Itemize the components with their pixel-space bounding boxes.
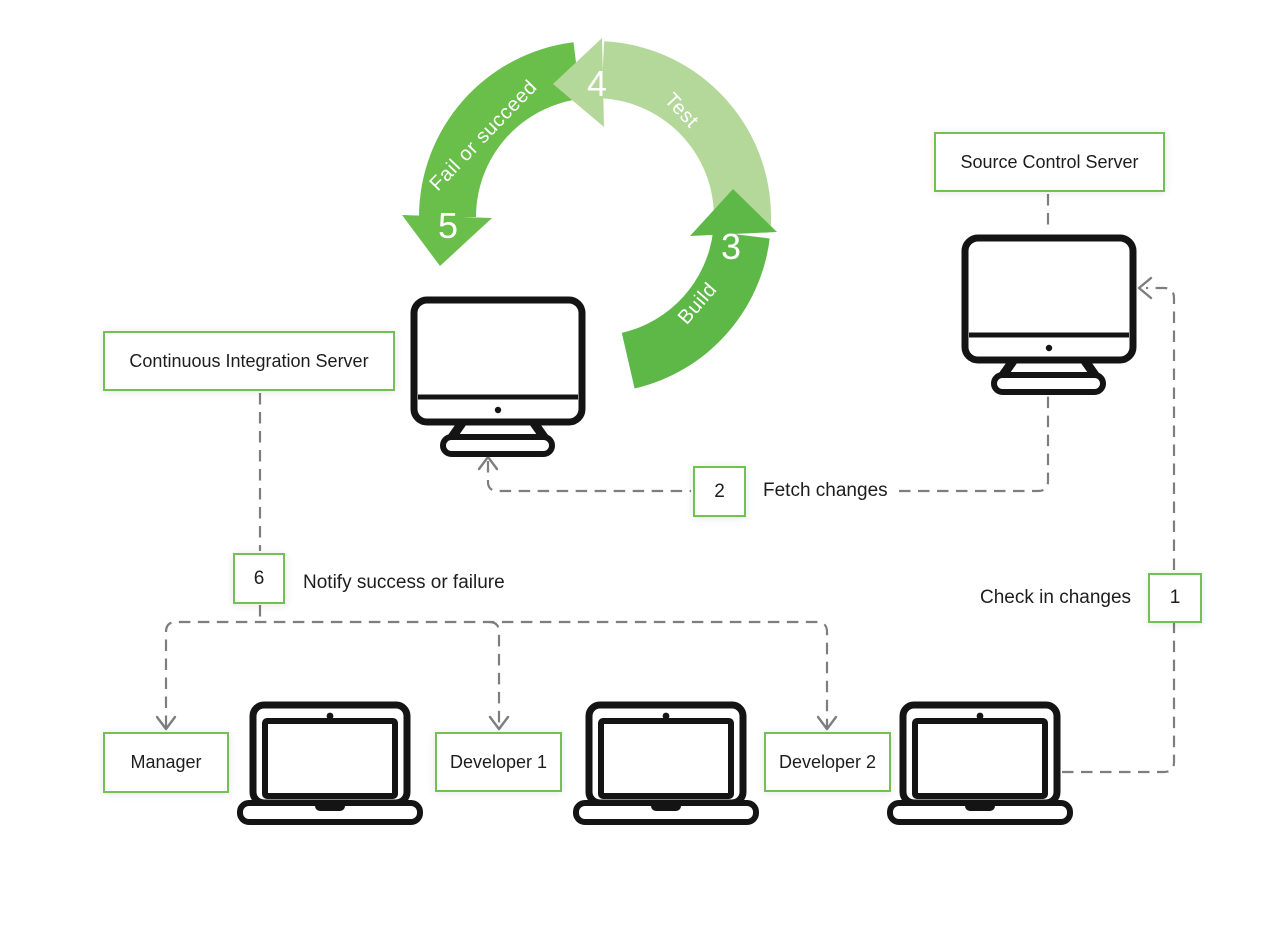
developer-1-label: Developer 1 — [449, 751, 548, 772]
notify-label: Notify success or failure — [303, 572, 505, 593]
arrow-down-manager-icon — [155, 715, 177, 731]
step-1-box: 1 — [1148, 573, 1202, 623]
ci-server-box: Continuous Integration Server — [103, 331, 395, 391]
connector-checkin-lower — [1062, 623, 1176, 774]
step-6-number: 6 — [253, 567, 265, 589]
fetch-changes-label: Fetch changes — [763, 480, 888, 501]
arc-test — [601, 41, 772, 230]
step-6-box: 6 — [233, 553, 285, 604]
ci-cycle — [402, 38, 777, 389]
step-2-number: 2 — [714, 480, 725, 502]
connector-fetch-right — [899, 396, 1050, 493]
cycle-step-3-number: 3 — [720, 226, 742, 267]
cycle-step-4-number: 4 — [586, 63, 608, 104]
arrow-down-developer2-icon — [816, 715, 838, 731]
arrow-left-into-scs-monitor-icon — [1137, 276, 1153, 300]
arrowhead-fail-or-succeed-icon — [402, 215, 492, 266]
laptop-manager-icon — [237, 701, 423, 825]
ci-server-monitor-icon — [410, 296, 586, 457]
developer-2-box: Developer 2 — [764, 732, 891, 792]
step-2-box: 2 — [693, 466, 746, 517]
step-1-number: 1 — [1169, 587, 1181, 608]
arrow-down-developer1-icon — [488, 715, 510, 731]
arc-build — [621, 231, 770, 389]
check-in-changes-label: Check in changes — [980, 587, 1132, 608]
connector-fetch-left — [486, 461, 691, 493]
laptop-developer1-icon — [573, 701, 759, 825]
arrowhead-build-icon — [690, 189, 777, 236]
source-control-server-label: Source Control Server — [960, 151, 1139, 172]
laptop-developer2-icon — [887, 701, 1073, 825]
developer-1-box: Developer 1 — [435, 732, 562, 792]
connector-notify-branch-dev1 — [488, 620, 501, 727]
source-control-server-box: Source Control Server — [934, 132, 1165, 192]
cycle-step-5-number: 5 — [437, 205, 459, 246]
arrowhead-test-icon — [553, 38, 604, 127]
connector-checkin-upper — [1146, 286, 1176, 570]
manager-label: Manager — [130, 752, 202, 772]
arc-fail-or-succeed — [419, 42, 581, 217]
source-control-monitor-icon — [961, 234, 1137, 395]
ci-server-label: Continuous Integration Server — [129, 350, 369, 371]
connector-notify-bus — [164, 620, 829, 727]
developer-2-label: Developer 2 — [778, 751, 877, 772]
manager-box: Manager — [103, 732, 229, 793]
